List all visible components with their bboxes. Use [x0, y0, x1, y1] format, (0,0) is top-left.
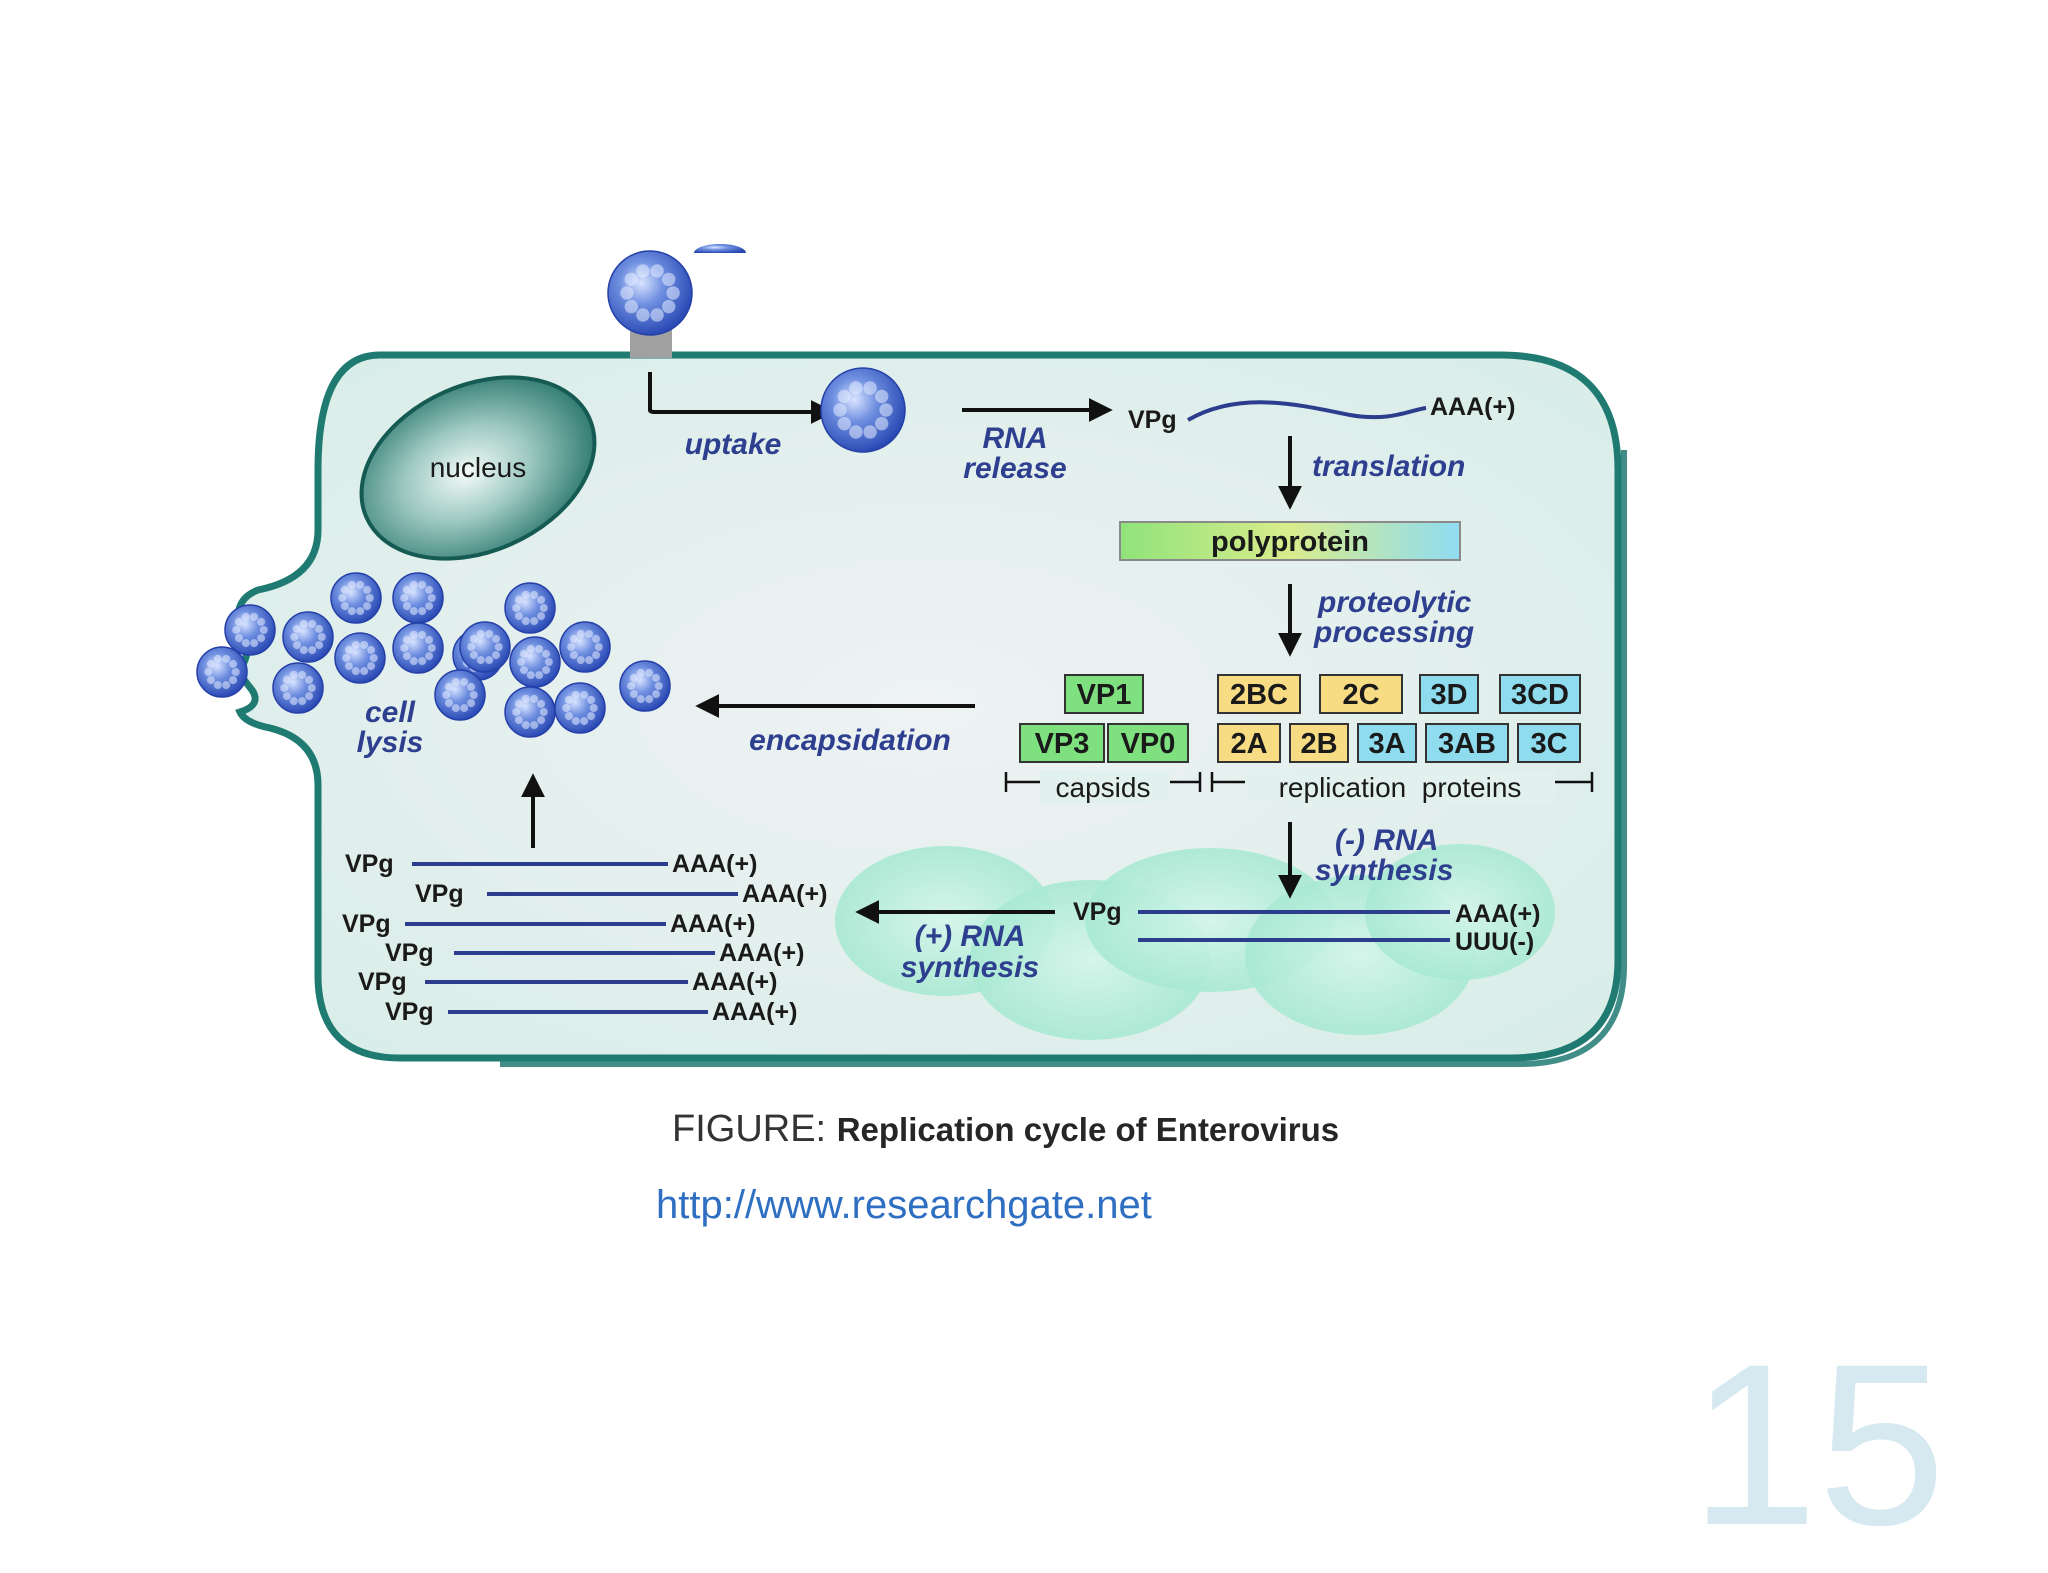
replication-proteins: 2BC 2C 3D 3CD 2A 2B 3A 3AB 3C	[1217, 674, 1581, 763]
nucleus-label: nucleus	[430, 452, 527, 483]
vpg-label: VPg	[345, 850, 394, 878]
virus-icon	[504, 582, 556, 634]
encapsidation-label: encapsidation	[749, 724, 951, 757]
protein-3c: 3C	[1530, 728, 1567, 760]
figure-caption: FIGURE: Replication cycle of Enterovirus	[672, 1108, 1339, 1151]
virus-icon	[509, 636, 561, 688]
virus-icon	[334, 632, 386, 684]
uuu-label: UUU(-)	[1455, 928, 1534, 956]
caption-title: Replication cycle of Enterovirus	[836, 1111, 1340, 1148]
protein-vp0: VP0	[1121, 728, 1176, 760]
vpg-label: VPg	[385, 998, 434, 1026]
uptake-arrow	[648, 372, 835, 424]
virus-icon	[392, 572, 444, 624]
replication-proteins-label: replication proteins	[1279, 772, 1522, 803]
rna-release-label-1: RNA	[983, 422, 1048, 455]
protein-vp1: VP1	[1077, 679, 1132, 711]
virus-icon	[694, 244, 746, 253]
aaa-label: AAA(+)	[742, 880, 827, 908]
vpg-label: VPg	[1073, 898, 1122, 926]
enterovirus-replication-diagram: nucleus uptake RNA release VPg AAA(+) tr…	[196, 244, 1627, 1067]
virus-icon	[330, 572, 382, 624]
cell-shadow-edge	[500, 450, 1627, 1067]
uptake-label: uptake	[685, 428, 782, 461]
aaa-label: AAA(+)	[672, 850, 757, 878]
vpg-label: VPg	[385, 939, 434, 967]
virus-icon	[282, 611, 334, 663]
virus-icon	[619, 660, 671, 712]
virus-icon	[434, 669, 486, 721]
vpg-label: VPg	[358, 968, 407, 996]
vpg-label: VPg	[415, 880, 464, 908]
virus-icon	[820, 367, 906, 453]
capsids-label-front: capsids	[1056, 772, 1151, 803]
cell-lysis-label-2: lysis	[357, 726, 424, 759]
synthesis-blobs	[835, 844, 1555, 1040]
genome-rna	[1187, 400, 1427, 422]
protein-2b: 2B	[1300, 728, 1337, 760]
cell-lysis-label-1: cell	[365, 696, 416, 729]
progeny-virions	[196, 572, 671, 738]
protein-3ab: 3AB	[1438, 728, 1496, 760]
virus-icon	[272, 662, 324, 714]
protein-3d: 3D	[1430, 679, 1467, 711]
protein-2bc: 2BC	[1230, 679, 1288, 711]
aaa-label: AAA(+)	[670, 910, 755, 938]
proteolytic-label-2: processing	[1313, 616, 1474, 649]
source-link[interactable]: http://www.researchgate.net	[656, 1183, 1152, 1227]
protein-2a: 2A	[1230, 728, 1267, 760]
virus-icon	[559, 621, 611, 673]
vpg-label: VPg	[342, 910, 391, 938]
virus-icon	[504, 686, 556, 738]
caption-prefix: FIGURE:	[672, 1108, 837, 1150]
aaa-label: AAA(+)	[1455, 900, 1540, 928]
capsid-proteins: VP1 VP3 VP0	[1019, 674, 1189, 763]
translation-label: translation	[1312, 450, 1465, 483]
vpg-label: VPg	[1128, 406, 1177, 434]
page-number: 15	[1690, 1316, 1946, 1573]
virus-icon	[392, 622, 444, 674]
aaa-label: AAA(+)	[712, 998, 797, 1026]
minus-rna-label-1: (-) RNA	[1335, 824, 1438, 857]
polyprotein-label: polyprotein	[1211, 526, 1369, 558]
protein-3cd: 3CD	[1511, 679, 1569, 711]
virus-icon	[224, 604, 276, 656]
plus-rna-label-1: (+) RNA	[915, 920, 1026, 953]
protein-vp3: VP3	[1035, 728, 1090, 760]
virus-icon	[196, 646, 248, 698]
nucleus	[359, 375, 597, 561]
aaa-label: AAA(+)	[719, 939, 804, 967]
virus-icon	[554, 682, 606, 734]
minus-rna-label-2: synthesis	[1315, 854, 1453, 887]
polyprotein-bar	[1119, 521, 1461, 561]
rna-release-label-2: release	[963, 452, 1066, 485]
proteolytic-label-1: proteolytic	[1317, 586, 1472, 619]
protein-3a: 3A	[1368, 728, 1405, 760]
aaa-label: AAA(+)	[692, 968, 777, 996]
virus-icon	[607, 250, 693, 336]
aaa-label: AAA(+)	[1430, 393, 1515, 421]
protein-2c: 2C	[1342, 679, 1379, 711]
plus-rna-label-2: synthesis	[901, 951, 1039, 984]
virus-icon	[459, 621, 511, 673]
